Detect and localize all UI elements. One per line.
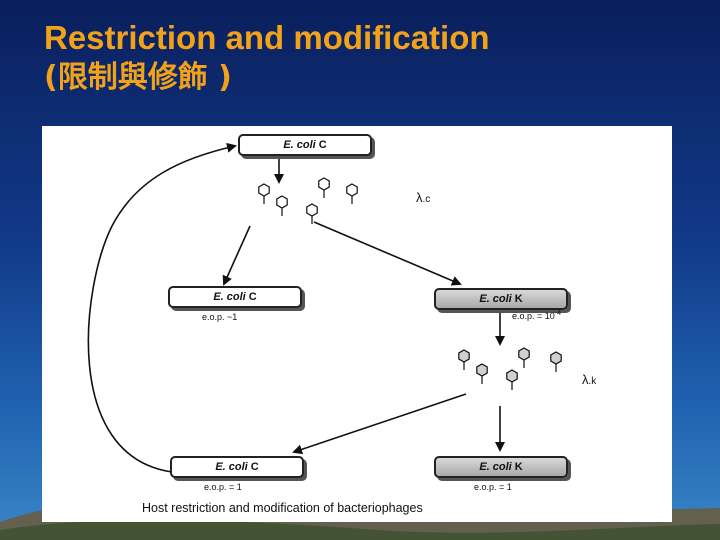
arrow-phages-to-left-c	[222, 225, 251, 286]
box-ecoli-k-right: E. coli K	[434, 288, 568, 310]
phage-suffix: .c	[422, 194, 431, 205]
box-ecoli-c-left: E. coli C	[168, 286, 302, 308]
box-strain: E. coli	[283, 139, 316, 151]
box-strain: E. coli	[215, 461, 248, 473]
box-ecoli-k-bottom: E. coli K	[434, 456, 568, 478]
diagram-connectors	[87, 142, 562, 473]
box-label: C	[250, 461, 259, 473]
box-label: C	[318, 139, 327, 151]
box-strain: E. coli	[213, 291, 246, 303]
title-line-chinese: (限制與修飾 )	[44, 60, 232, 95]
eop-left-bottom: e.o.p. = 1	[204, 482, 242, 492]
phage-cluster-top	[258, 177, 358, 224]
eop-right-bottom: e.o.p. = 1	[474, 482, 512, 492]
box-ecoli-c-top: E. coli C	[238, 134, 372, 156]
box-ecoli-c-bottom: E. coli C	[170, 456, 304, 478]
lambda-symbol: λ	[416, 190, 423, 205]
box-label: K	[514, 293, 523, 305]
phage-label-top: λ.c	[416, 190, 430, 205]
phage-label-right: λ.k	[582, 372, 596, 387]
phage-cluster-right	[458, 347, 562, 390]
phage-restriction-diagram: E. coli C E. coli C E. coli K E. coli C …	[42, 126, 672, 522]
arrow-loop-return	[87, 142, 237, 473]
box-strain: E. coli	[479, 461, 512, 473]
box-label: C	[248, 291, 257, 303]
box-label: K	[514, 461, 523, 473]
eop-left-mid: e.o.p. ~1	[202, 312, 238, 322]
slide-title: Restriction and modification (限制與修飾 )	[44, 18, 490, 98]
figure-caption: Host restriction and modification of bac…	[142, 501, 423, 515]
phage-suffix: .k	[588, 376, 597, 387]
eop-right-mid-value: e.o.p. = 10	[512, 311, 555, 321]
title-line-english: Restriction and modification	[44, 19, 490, 56]
box-strain: E. coli	[479, 293, 512, 305]
eop-right-mid-exponent: -4	[554, 310, 562, 317]
eop-right-mid: e.o.p. = 10-4	[512, 310, 561, 321]
lambda-symbol: λ	[582, 372, 589, 387]
arrow-phages-to-right-k	[313, 221, 462, 286]
arrow-phages-to-bottom-c	[292, 393, 467, 455]
